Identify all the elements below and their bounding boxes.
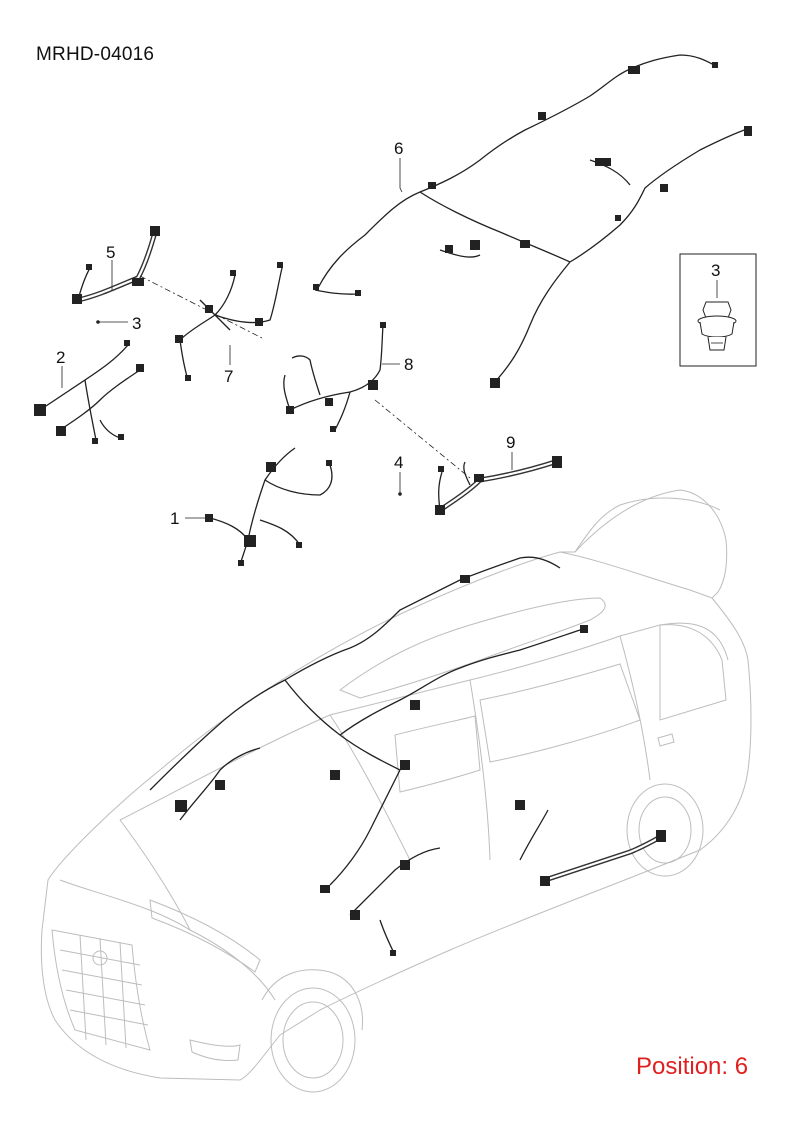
position-label: Position: 6 bbox=[636, 1053, 749, 1080]
callout-4: 5 bbox=[106, 243, 115, 262]
callout-3: 3 bbox=[132, 314, 141, 333]
diagram-code: MRHD-04016 bbox=[36, 44, 155, 65]
harness-8 bbox=[435, 456, 562, 515]
link-lines bbox=[139, 275, 471, 479]
harness-4 bbox=[72, 226, 160, 304]
callout-9: 3 bbox=[711, 261, 720, 280]
callout-8: 9 bbox=[506, 433, 515, 452]
harness-1 bbox=[205, 447, 333, 566]
harness-6 bbox=[175, 262, 283, 381]
part-9-box: 3 bbox=[679, 253, 757, 367]
callout-5: 6 bbox=[394, 139, 403, 158]
callout-leaders bbox=[61, 158, 513, 519]
vehicle-outline bbox=[40, 489, 752, 1093]
vehicle-harness-installed bbox=[149, 556, 666, 956]
callout-1: 1 bbox=[170, 509, 179, 528]
harness-2 bbox=[34, 340, 144, 444]
harness-7 bbox=[283, 322, 386, 432]
bolt-icon bbox=[697, 301, 737, 351]
callout-2: 2 bbox=[56, 348, 65, 367]
callout-7: 8 bbox=[404, 355, 413, 374]
callout-3-second: 4 bbox=[394, 453, 403, 472]
harness-5-roof bbox=[313, 54, 752, 388]
callout-6: 7 bbox=[224, 367, 233, 386]
